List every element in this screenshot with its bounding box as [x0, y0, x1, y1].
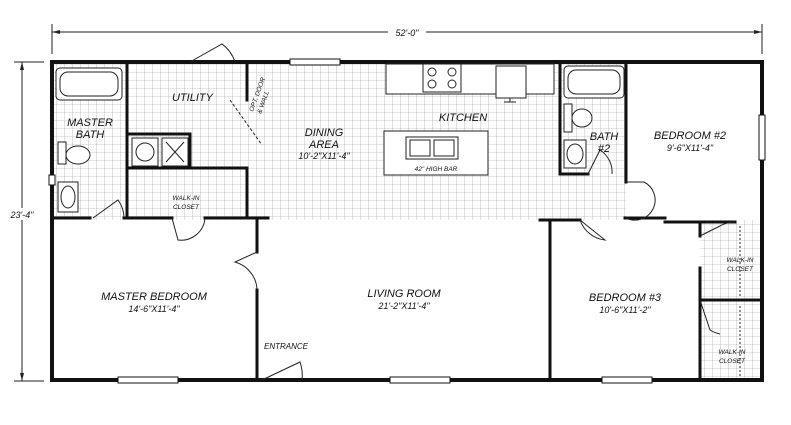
bedroom3-label: BEDROOM #3 [589, 292, 662, 304]
living-room-label: LIVING ROOM [367, 288, 441, 300]
dining-dimensions: 10'-2"X11'-4" [298, 151, 350, 161]
overall-width-label: 52'-0" [396, 28, 420, 38]
doors [92, 43, 736, 381]
master-closet-label-2: CLOSET [173, 204, 200, 211]
dining-label-1: DINING [305, 127, 344, 139]
kitchen-label: KITCHEN [439, 112, 487, 124]
bedroom2-dimensions: 9'-6"X11'-4" [667, 143, 714, 153]
high-bar-label: 42" HIGH BAR [415, 166, 458, 173]
master-bedroom-dimensions: 14'-6"X11'-4" [128, 304, 180, 314]
windows [48, 58, 766, 384]
dimension-depth: 23'-4" [6, 61, 44, 382]
closet-label-2b: CLOSET [719, 358, 746, 365]
kitchen-fixtures [383, 63, 555, 176]
closet-label-1a: WALK-IN [727, 257, 754, 264]
dimension-width: 52'-0" [51, 24, 763, 54]
closet-label-2a: WALK-IN [719, 349, 746, 356]
master-bath-label-1: MASTER [67, 117, 113, 129]
master-bath-label-2: BATH [76, 129, 105, 141]
master-bath-fixtures [55, 67, 123, 213]
washer-dryer [131, 137, 189, 167]
entrance-label: ENTRANCE [264, 342, 309, 351]
bath2-fixtures [563, 65, 625, 169]
master-closet-label-1: WALK-IN [173, 195, 200, 202]
closet-label-1b: CLOSET [727, 266, 754, 273]
bedroom2-label: BEDROOM #2 [654, 130, 726, 142]
overall-depth-label: 23'-4" [10, 210, 35, 220]
master-bedroom-label: MASTER BEDROOM [101, 291, 208, 303]
interior-walls [50, 60, 764, 382]
living-room-dimensions: 21'-2"X11'-4" [377, 301, 430, 311]
bath2-label-1: BATH [590, 131, 619, 143]
utility-label: UTILITY [172, 92, 214, 104]
bedroom3-dimensions: 10'-6"X11'-2" [599, 305, 651, 315]
dining-label-2: AREA [308, 139, 339, 151]
bath2-label-2: #2 [598, 143, 610, 155]
